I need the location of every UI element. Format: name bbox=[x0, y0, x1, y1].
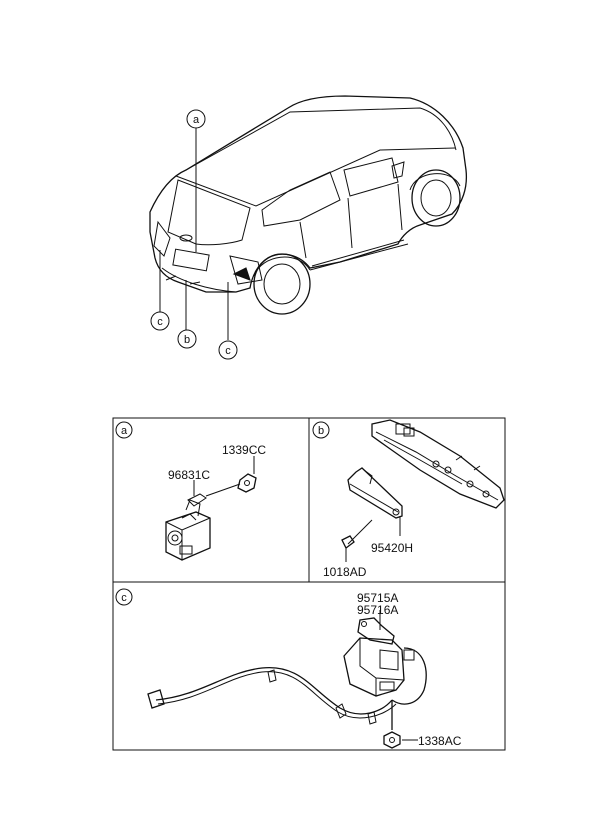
panel-c-tag-label: c bbox=[121, 592, 127, 604]
part-label-95715a: 95715A bbox=[357, 591, 398, 605]
part-label-95716a: 95716A bbox=[357, 603, 398, 617]
callout-c-left-label: c bbox=[157, 316, 163, 328]
detail-panels bbox=[112, 417, 506, 751]
panel-b-tag: b bbox=[312, 421, 330, 439]
part-label-1339cc: 1339CC bbox=[222, 443, 266, 457]
bolt-1018ad bbox=[341, 519, 373, 549]
vehicle-side-windows bbox=[261, 157, 399, 227]
parking-sensor bbox=[165, 499, 211, 561]
vehicle-roof bbox=[185, 107, 457, 171]
callout-b-label: b bbox=[184, 334, 190, 346]
vehicle-rear-window bbox=[167, 179, 251, 246]
vehicle-body-outline bbox=[149, 95, 468, 293]
part-label-1338ac: 1338AC bbox=[418, 734, 462, 748]
callout-c-left: c bbox=[150, 311, 170, 331]
callout-a-label: a bbox=[193, 114, 200, 126]
panel-a-tag-label: a bbox=[121, 425, 128, 437]
panel-a-tag: a bbox=[115, 421, 133, 439]
callout-a: a bbox=[186, 109, 206, 129]
panel-b: b 95420H 1 bbox=[312, 419, 505, 579]
nut-1338ac bbox=[383, 731, 401, 749]
callout-b: b bbox=[177, 329, 197, 349]
panel-c-tag: c bbox=[115, 588, 133, 606]
panel-b-tag-label: b bbox=[318, 425, 324, 437]
callout-c-right-label: c bbox=[225, 345, 231, 357]
front-wheel bbox=[409, 169, 461, 227]
clip-1339cc bbox=[237, 473, 257, 493]
part-label-96831c: 96831C bbox=[168, 468, 210, 482]
part-label-1018ad: 1018AD bbox=[323, 565, 367, 579]
vehicle-overview: a b c c bbox=[149, 95, 468, 360]
panel-c: c bbox=[115, 588, 462, 749]
part-label-95420h: 95420H bbox=[371, 541, 413, 555]
sensor-module bbox=[343, 617, 415, 697]
bumper-beam bbox=[371, 419, 505, 509]
wiring-harness bbox=[147, 647, 427, 730]
callout-c-right: c bbox=[218, 340, 238, 360]
rear-wheel bbox=[253, 253, 311, 315]
panel-a: a 1339CC 96831C bbox=[115, 421, 266, 561]
sensor-bracket bbox=[347, 467, 403, 519]
